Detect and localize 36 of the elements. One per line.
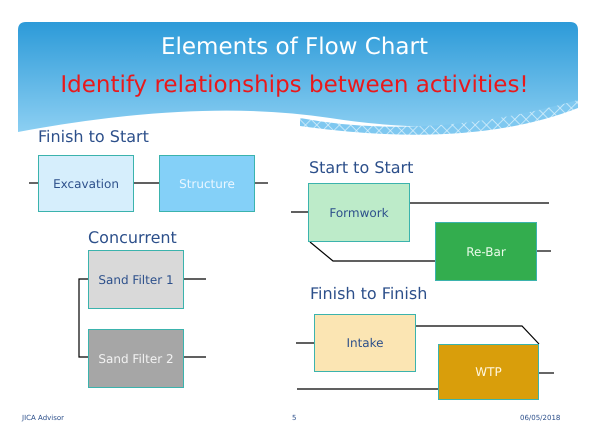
connector-line: [539, 372, 554, 374]
activity-box: [88, 329, 184, 388]
activity-box: [314, 314, 416, 372]
connector-line: [310, 242, 435, 262]
activity-label: Sand Filter 1: [98, 272, 174, 286]
connector-line: [297, 388, 438, 390]
connector-line: [184, 278, 206, 280]
activity-box: [438, 344, 539, 400]
connector-line: [78, 278, 88, 319]
activity-label: Excavation: [53, 176, 119, 190]
activity-box: [159, 155, 255, 212]
connector-line: [296, 342, 314, 344]
section-heading: Finish to Start: [38, 127, 149, 146]
activity-label: Formwork: [329, 206, 389, 220]
connector-line: [537, 250, 551, 252]
connector-line: [416, 325, 540, 344]
connector-line: [291, 211, 308, 213]
activity-label: WTP: [475, 365, 502, 379]
connector-line: [410, 202, 549, 204]
activity-box: [88, 250, 184, 309]
activity-label: Structure: [179, 176, 235, 190]
activity-label: Intake: [346, 336, 384, 350]
activity-label: Sand Filter 2: [98, 352, 174, 366]
section-heading: Concurrent: [88, 228, 177, 247]
activity-label: Re-Bar: [466, 244, 506, 258]
connector-line: [255, 182, 268, 184]
section-heading: Start to Start: [309, 158, 414, 177]
activity-box: [38, 155, 134, 212]
title: Elements of Flow Chart: [160, 34, 429, 60]
subtitle: Identify relationships between activities!: [59, 72, 530, 98]
connector-line: [184, 356, 206, 358]
connector-line: [134, 182, 159, 184]
section-heading: Finish to Finish: [310, 284, 428, 303]
activity-box: [435, 222, 537, 281]
activity-box: [308, 183, 410, 242]
connector-line: [78, 319, 88, 358]
